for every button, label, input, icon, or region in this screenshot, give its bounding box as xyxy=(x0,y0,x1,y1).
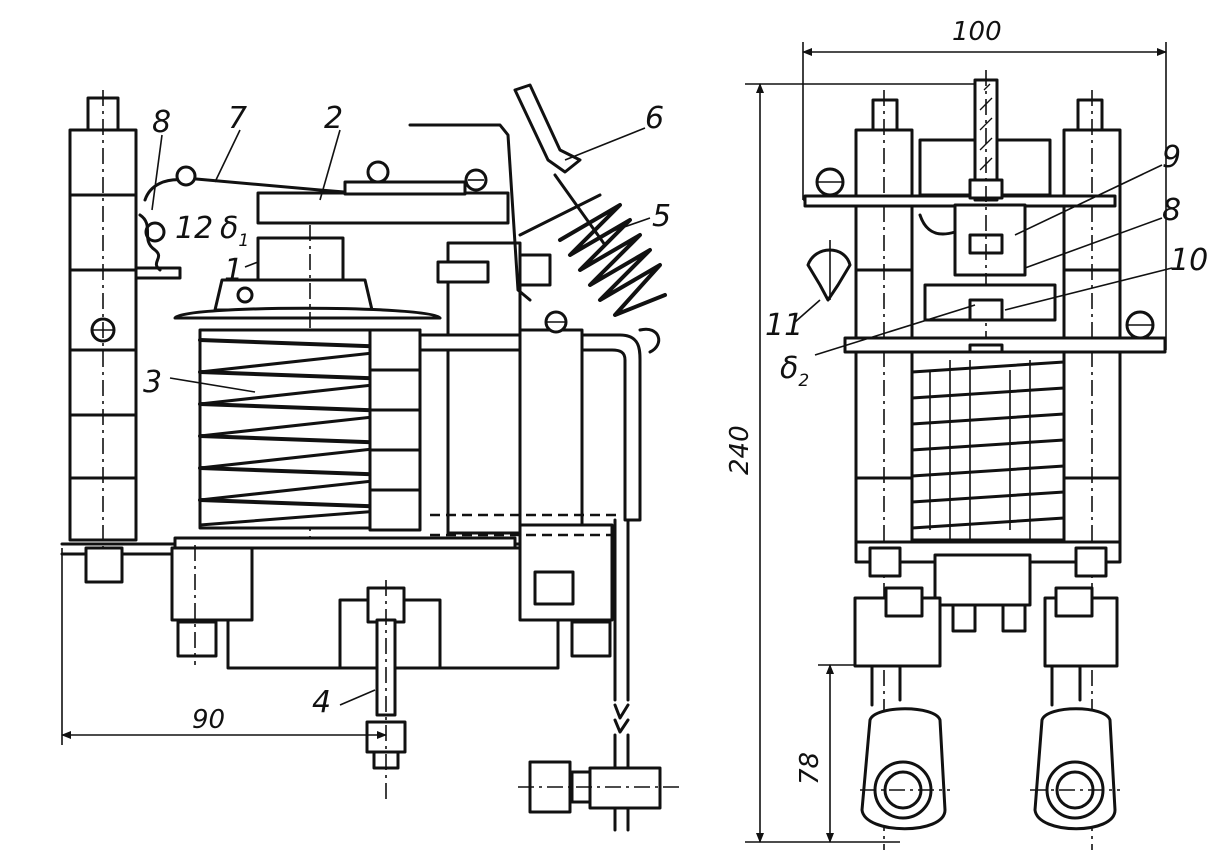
coil-winding xyxy=(198,328,422,532)
lead-and-terminal xyxy=(518,518,680,832)
callout-12: 12 xyxy=(175,211,213,246)
dimension-90 xyxy=(61,548,387,745)
callout-6: 6 xyxy=(645,101,664,136)
callout-4: 4 xyxy=(312,685,331,720)
callout-9: 9 xyxy=(1162,140,1181,175)
front-leader-lines xyxy=(794,164,1173,356)
front-base xyxy=(853,540,1122,668)
dimension-78-label: 78 xyxy=(795,752,825,785)
callout-11: 11 xyxy=(765,308,803,343)
front-armature xyxy=(803,70,1117,560)
callout-10: 10 xyxy=(1170,243,1208,278)
front-terminals xyxy=(860,664,1120,831)
hatching xyxy=(979,83,993,171)
gap-delta-1: δ1 xyxy=(220,211,249,251)
dimension-90-label: 90 xyxy=(192,705,225,735)
gap-delta-2: δ2 xyxy=(780,351,809,391)
callout-8-front: 8 xyxy=(1162,193,1181,228)
part-11 xyxy=(806,240,852,302)
callout-5: 5 xyxy=(652,199,671,234)
callout-8: 8 xyxy=(152,105,171,140)
dimension-240 xyxy=(745,83,990,843)
callout-2: 2 xyxy=(324,101,343,136)
core-and-pole xyxy=(173,225,442,560)
callout-3: 3 xyxy=(143,365,162,400)
contact-assembly xyxy=(408,83,667,354)
dimension-100-label: 100 xyxy=(952,17,1002,47)
armature-assembly xyxy=(134,160,510,280)
left-column-stack xyxy=(68,90,138,580)
callout-7: 7 xyxy=(228,101,247,136)
yoke xyxy=(418,241,642,535)
leader-lines xyxy=(151,127,651,706)
side-view: 2 7 8 12 1 3 6 5 4 δ1 90 xyxy=(60,83,680,832)
dimension-240-label: 240 xyxy=(725,425,755,475)
adjusting-screw xyxy=(365,580,407,800)
front-view: 100 240 78 9 8 10 11 δ2 xyxy=(725,17,1208,850)
base-plate xyxy=(60,513,620,670)
callout-1: 1 xyxy=(224,253,243,288)
